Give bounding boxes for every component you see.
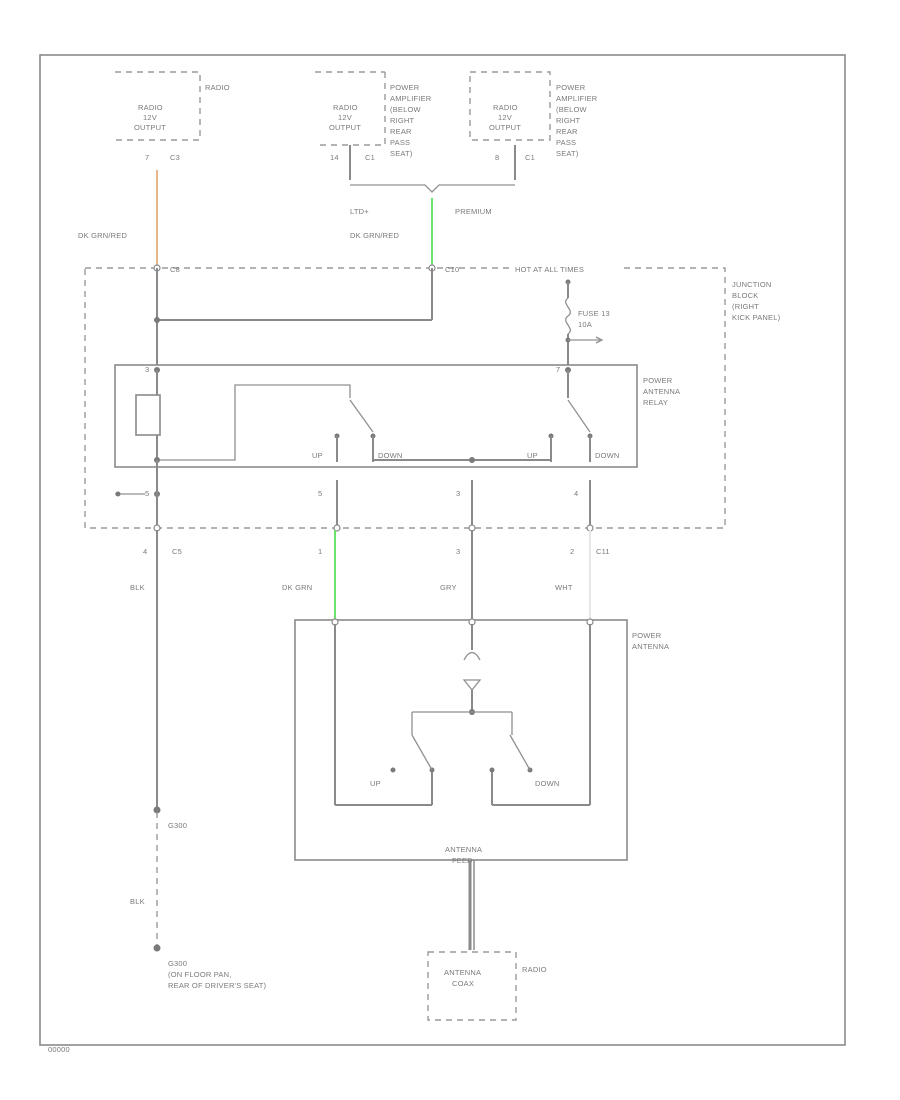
ground-desc-2: (ON FLOOR PAN,	[168, 970, 232, 979]
amp-ltd-tag-2: AMPLIFIER	[390, 94, 432, 103]
relay-switch-up-1: UP	[312, 451, 323, 460]
amp-ltd-tag-1: POWER	[390, 83, 420, 92]
junction-block: JUNCTION BLOCK (RIGHT KICK PANEL) C8 C10…	[84, 263, 781, 529]
ground-g300: G300 BLK G300 (ON FLOOR PAN, REAR OF DRI…	[130, 806, 267, 990]
power-amplifier-premium-component: RADIO 12V OUTPUT POWER AMPLIFIER (BELOW …	[469, 71, 598, 162]
antenna-label-1: POWER	[632, 631, 662, 640]
amp-ltd-connector: C1	[365, 153, 375, 162]
antenna-coax-label-2: COAX	[452, 979, 474, 988]
amp-prem-tag-6: PASS	[556, 138, 576, 147]
amp-prem-radio-label-1: RADIO	[493, 103, 518, 112]
ant-connector: C11	[596, 547, 610, 556]
wire-label-dk-grn-red-2: DK GRN/RED	[350, 231, 399, 240]
wire-label-gry: GRY	[440, 583, 457, 592]
amp-prem-tag-3: (BELOW	[556, 105, 588, 114]
jb-connector-c10: C10	[445, 265, 459, 274]
antenna-label-2: ANTENNA	[632, 642, 669, 651]
amp-ltd-tag-7: SEAT)	[390, 149, 413, 158]
relay-pin-up: 5	[318, 489, 322, 498]
wire-label-blk-2: BLK	[130, 897, 145, 906]
amp-ltd-tag-6: PASS	[390, 138, 410, 147]
jb-label-2: BLOCK	[732, 291, 758, 300]
diagram-frame	[39, 54, 846, 1046]
junction-internal-wiring: FUSE 13 10A	[154, 268, 610, 365]
antenna-switch-up: UP	[370, 779, 381, 788]
fuse-label-1: FUSE 13	[578, 309, 610, 318]
relay-lower-pins: 5 5 3 4	[115, 460, 594, 532]
ant-com-pin: 3	[456, 547, 460, 556]
ground-point-label: G300	[168, 821, 187, 830]
radio-connector: C3	[170, 153, 180, 162]
radio-label-line1: RADIO	[138, 103, 163, 112]
jb-label-1: JUNCTION	[732, 280, 772, 289]
wire-label-blk-1: BLK	[130, 583, 145, 592]
relay-switch-down-2: DOWN	[595, 451, 620, 460]
amp-prem-radio-label-2: 12V	[498, 113, 512, 122]
jb-label-3: (RIGHT	[732, 302, 759, 311]
wire-label-wht: WHT	[555, 583, 573, 592]
amp-ltd-tag-4: RIGHT	[390, 116, 415, 125]
relay-label-3: RELAY	[643, 398, 668, 407]
amp-ltd-radio-label-2: 12V	[338, 113, 352, 122]
relay-pin-top-right: 7	[556, 365, 560, 374]
variant-ltd: LTD+	[350, 207, 369, 216]
antenna-coax-radio-tag: RADIO	[522, 965, 547, 974]
gnd-pin: 4	[143, 547, 147, 556]
antenna-coax-radio: ANTENNA COAX RADIO	[427, 951, 547, 1021]
antenna-switch-down: DOWN	[535, 779, 560, 788]
figure-id: 00000	[48, 1045, 70, 1054]
relay-switch-down-1: DOWN	[378, 451, 403, 460]
ant-down-pin: 2	[570, 547, 574, 556]
ground-desc-3: REAR OF DRIVER'S SEAT)	[168, 981, 267, 990]
radio-tag: RADIO	[205, 83, 230, 92]
amp-ltd-tag-3: (BELOW	[390, 105, 422, 114]
amp-ltd-tag-5: REAR	[390, 127, 412, 136]
amp-prem-tag-2: AMPLIFIER	[556, 94, 598, 103]
radio-pin: 7	[145, 153, 149, 162]
radio-label-line3: OUTPUT	[134, 123, 166, 132]
hot-at-all-times: HOT AT ALL TIMES	[515, 265, 584, 274]
hot-at-all-times-bg	[512, 263, 624, 274]
amplifier-variant-brace: LTD+ PREMIUM	[349, 145, 516, 216]
amp-ltd-pin: 14	[330, 153, 339, 162]
jb-label-4: KICK PANEL)	[732, 313, 781, 322]
relay-label-1: POWER	[643, 376, 673, 385]
amp-prem-tag-5: REAR	[556, 127, 578, 136]
wire-label-dk-grn: DK GRN	[282, 583, 312, 592]
amp-prem-pin: 8	[495, 153, 499, 162]
wire-label-dk-grn-red-1: DK GRN/RED	[78, 231, 127, 240]
power-antenna-relay: POWER ANTENNA RELAY 3 7 UP DOWN UP DOWN	[114, 364, 680, 468]
antenna-coax-cable	[468, 860, 475, 950]
power-amplifier-ltd-component: RADIO 12V OUTPUT POWER AMPLIFIER (BELOW …	[315, 71, 432, 162]
amp-ltd-radio-label-3: OUTPUT	[329, 123, 361, 132]
relay-pin-down: 4	[574, 489, 578, 498]
ant-up-pin: 1	[318, 547, 322, 556]
amp-prem-tag-4: RIGHT	[556, 116, 581, 125]
relay-pin-top-left: 3	[145, 365, 149, 374]
jb-connector-c8: C8	[170, 265, 180, 274]
antenna-feed-line1: ANTENNA	[445, 845, 482, 854]
ground-desc-1: G300	[168, 959, 187, 968]
fuse-label-2: 10A	[578, 320, 592, 329]
radio-label-line2: 12V	[143, 113, 157, 122]
variant-premium: PREMIUM	[455, 207, 492, 216]
lower-wires: 4 C5 1 3 2 C11 BLK DK GRN GRY WHT	[130, 530, 610, 810]
amp-prem-tag-7: SEAT)	[556, 149, 579, 158]
amp-prem-radio-label-3: OUTPUT	[489, 123, 521, 132]
gnd-connector: C5	[172, 547, 182, 556]
power-antenna: POWER ANTENNA UP DOWN ANTENNA FEED	[294, 618, 669, 865]
radio-12v-output-component: RADIO RADIO 12V OUTPUT 7 C3	[115, 71, 230, 162]
relay-switch-up-2: UP	[527, 451, 538, 460]
antenna-feed-line2: FEED	[452, 856, 473, 865]
antenna-coax-label-1: ANTENNA	[444, 968, 481, 977]
amp-prem-tag-1: POWER	[556, 83, 586, 92]
relay-pin-gnd: 5	[145, 489, 149, 498]
amp-ltd-radio-label-1: RADIO	[333, 103, 358, 112]
relay-pin-com: 3	[456, 489, 460, 498]
amp-prem-connector: C1	[525, 153, 535, 162]
relay-label-2: ANTENNA	[643, 387, 680, 396]
